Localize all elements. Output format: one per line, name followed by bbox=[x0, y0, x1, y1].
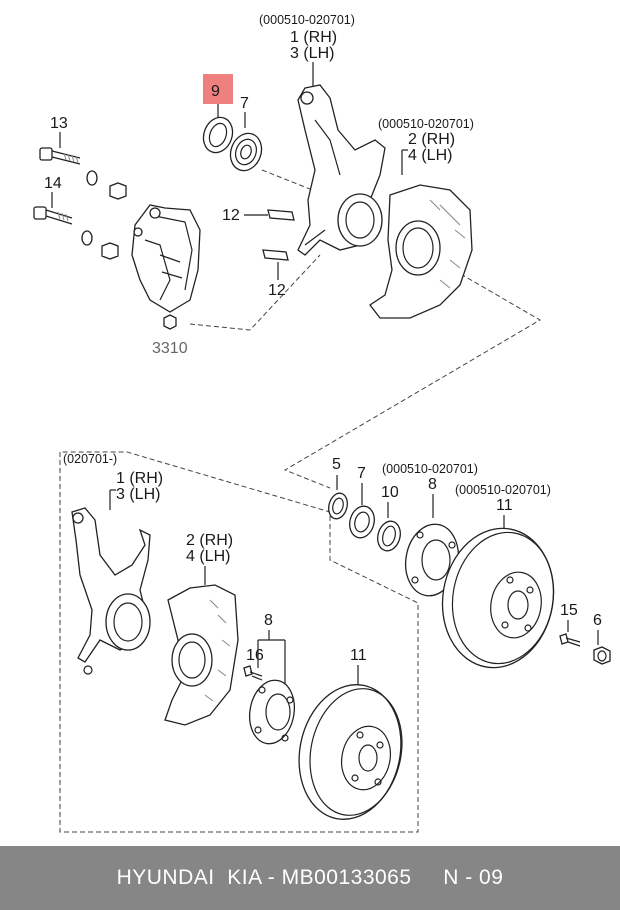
label-part-6: 6 bbox=[593, 612, 602, 629]
brake-disc-11-lower bbox=[298, 684, 403, 820]
label-shield-rh-lower: 2 (RH) bbox=[186, 532, 233, 549]
label-part-5: 5 bbox=[332, 456, 341, 473]
label-knuckle-lh-lower: 3 (LH) bbox=[116, 486, 160, 503]
label-part-7-lower: 7 bbox=[357, 465, 366, 482]
brake-disc-11 bbox=[441, 527, 555, 669]
exploded-parts-diagram: (000510-020701) 1 (RH) 3 (LH) 9 7 (00051… bbox=[33, 13, 611, 833]
label-shield-lh: 4 (LH) bbox=[408, 147, 452, 164]
label-date-shield: (000510-020701) bbox=[378, 117, 474, 131]
label-date-top: (000510-020701) bbox=[259, 13, 355, 27]
bearing-7 bbox=[229, 132, 263, 172]
label-knuckle-rh: 1 (RH) bbox=[290, 29, 337, 46]
steering-knuckle bbox=[297, 84, 386, 256]
label-knuckle-rh-lower: 1 (RH) bbox=[116, 470, 163, 487]
caliper-dashed-link bbox=[189, 254, 321, 331]
seal-10 bbox=[377, 520, 401, 552]
label-part-13: 13 bbox=[50, 115, 68, 132]
label-part-9: 9 bbox=[211, 83, 220, 100]
seal-5 bbox=[328, 492, 348, 520]
label-date-disc: (000510-020701) bbox=[455, 483, 551, 497]
dust-shield bbox=[369, 184, 473, 319]
bearing-7-lower bbox=[349, 505, 375, 539]
label-part-12-b: 12 bbox=[268, 282, 286, 299]
label-part-15: 15 bbox=[560, 602, 578, 619]
label-part-14: 14 bbox=[44, 175, 62, 192]
dust-shield-lower bbox=[164, 584, 239, 726]
label-date-hub: (000510-020701) bbox=[382, 462, 478, 476]
label-part-10: 10 bbox=[381, 484, 399, 501]
screw-15 bbox=[559, 633, 581, 647]
screw-16 bbox=[243, 665, 263, 681]
part-number-footer: HYUNDAI KIA - MB00133065 N - 09 bbox=[0, 846, 620, 910]
brake-caliper bbox=[131, 204, 201, 330]
label-part-7: 7 bbox=[240, 95, 249, 112]
wheel-hub-8-lower bbox=[248, 679, 296, 745]
label-part-3310: 3310 bbox=[152, 340, 188, 357]
steering-knuckle-lower bbox=[71, 507, 151, 675]
label-shield-rh: 2 (RH) bbox=[408, 131, 455, 148]
nut-6 bbox=[593, 646, 611, 665]
lower-group-dashed-frame bbox=[59, 451, 419, 833]
label-date-lower: (020701-) bbox=[63, 452, 117, 466]
top-to-bottom-dashed-link bbox=[283, 261, 541, 489]
label-shield-lh-lower: 4 (LH) bbox=[186, 548, 230, 565]
label-part-8: 8 bbox=[428, 476, 437, 493]
label-part-8-lower: 8 bbox=[264, 612, 273, 629]
label-knuckle-lh: 3 (LH) bbox=[290, 45, 334, 62]
bolt-13 bbox=[39, 147, 81, 165]
label-part-16: 16 bbox=[246, 647, 264, 664]
label-part-12-a: 12 bbox=[222, 207, 240, 224]
brake-pad-clips bbox=[262, 209, 295, 261]
part-9-highlight bbox=[203, 74, 233, 104]
oil-seal-9 bbox=[202, 116, 234, 154]
label-part-11-lower: 11 bbox=[350, 647, 367, 664]
bolt-washers bbox=[81, 170, 127, 260]
label-part-11: 11 bbox=[496, 497, 513, 514]
bolt-14 bbox=[33, 206, 73, 225]
